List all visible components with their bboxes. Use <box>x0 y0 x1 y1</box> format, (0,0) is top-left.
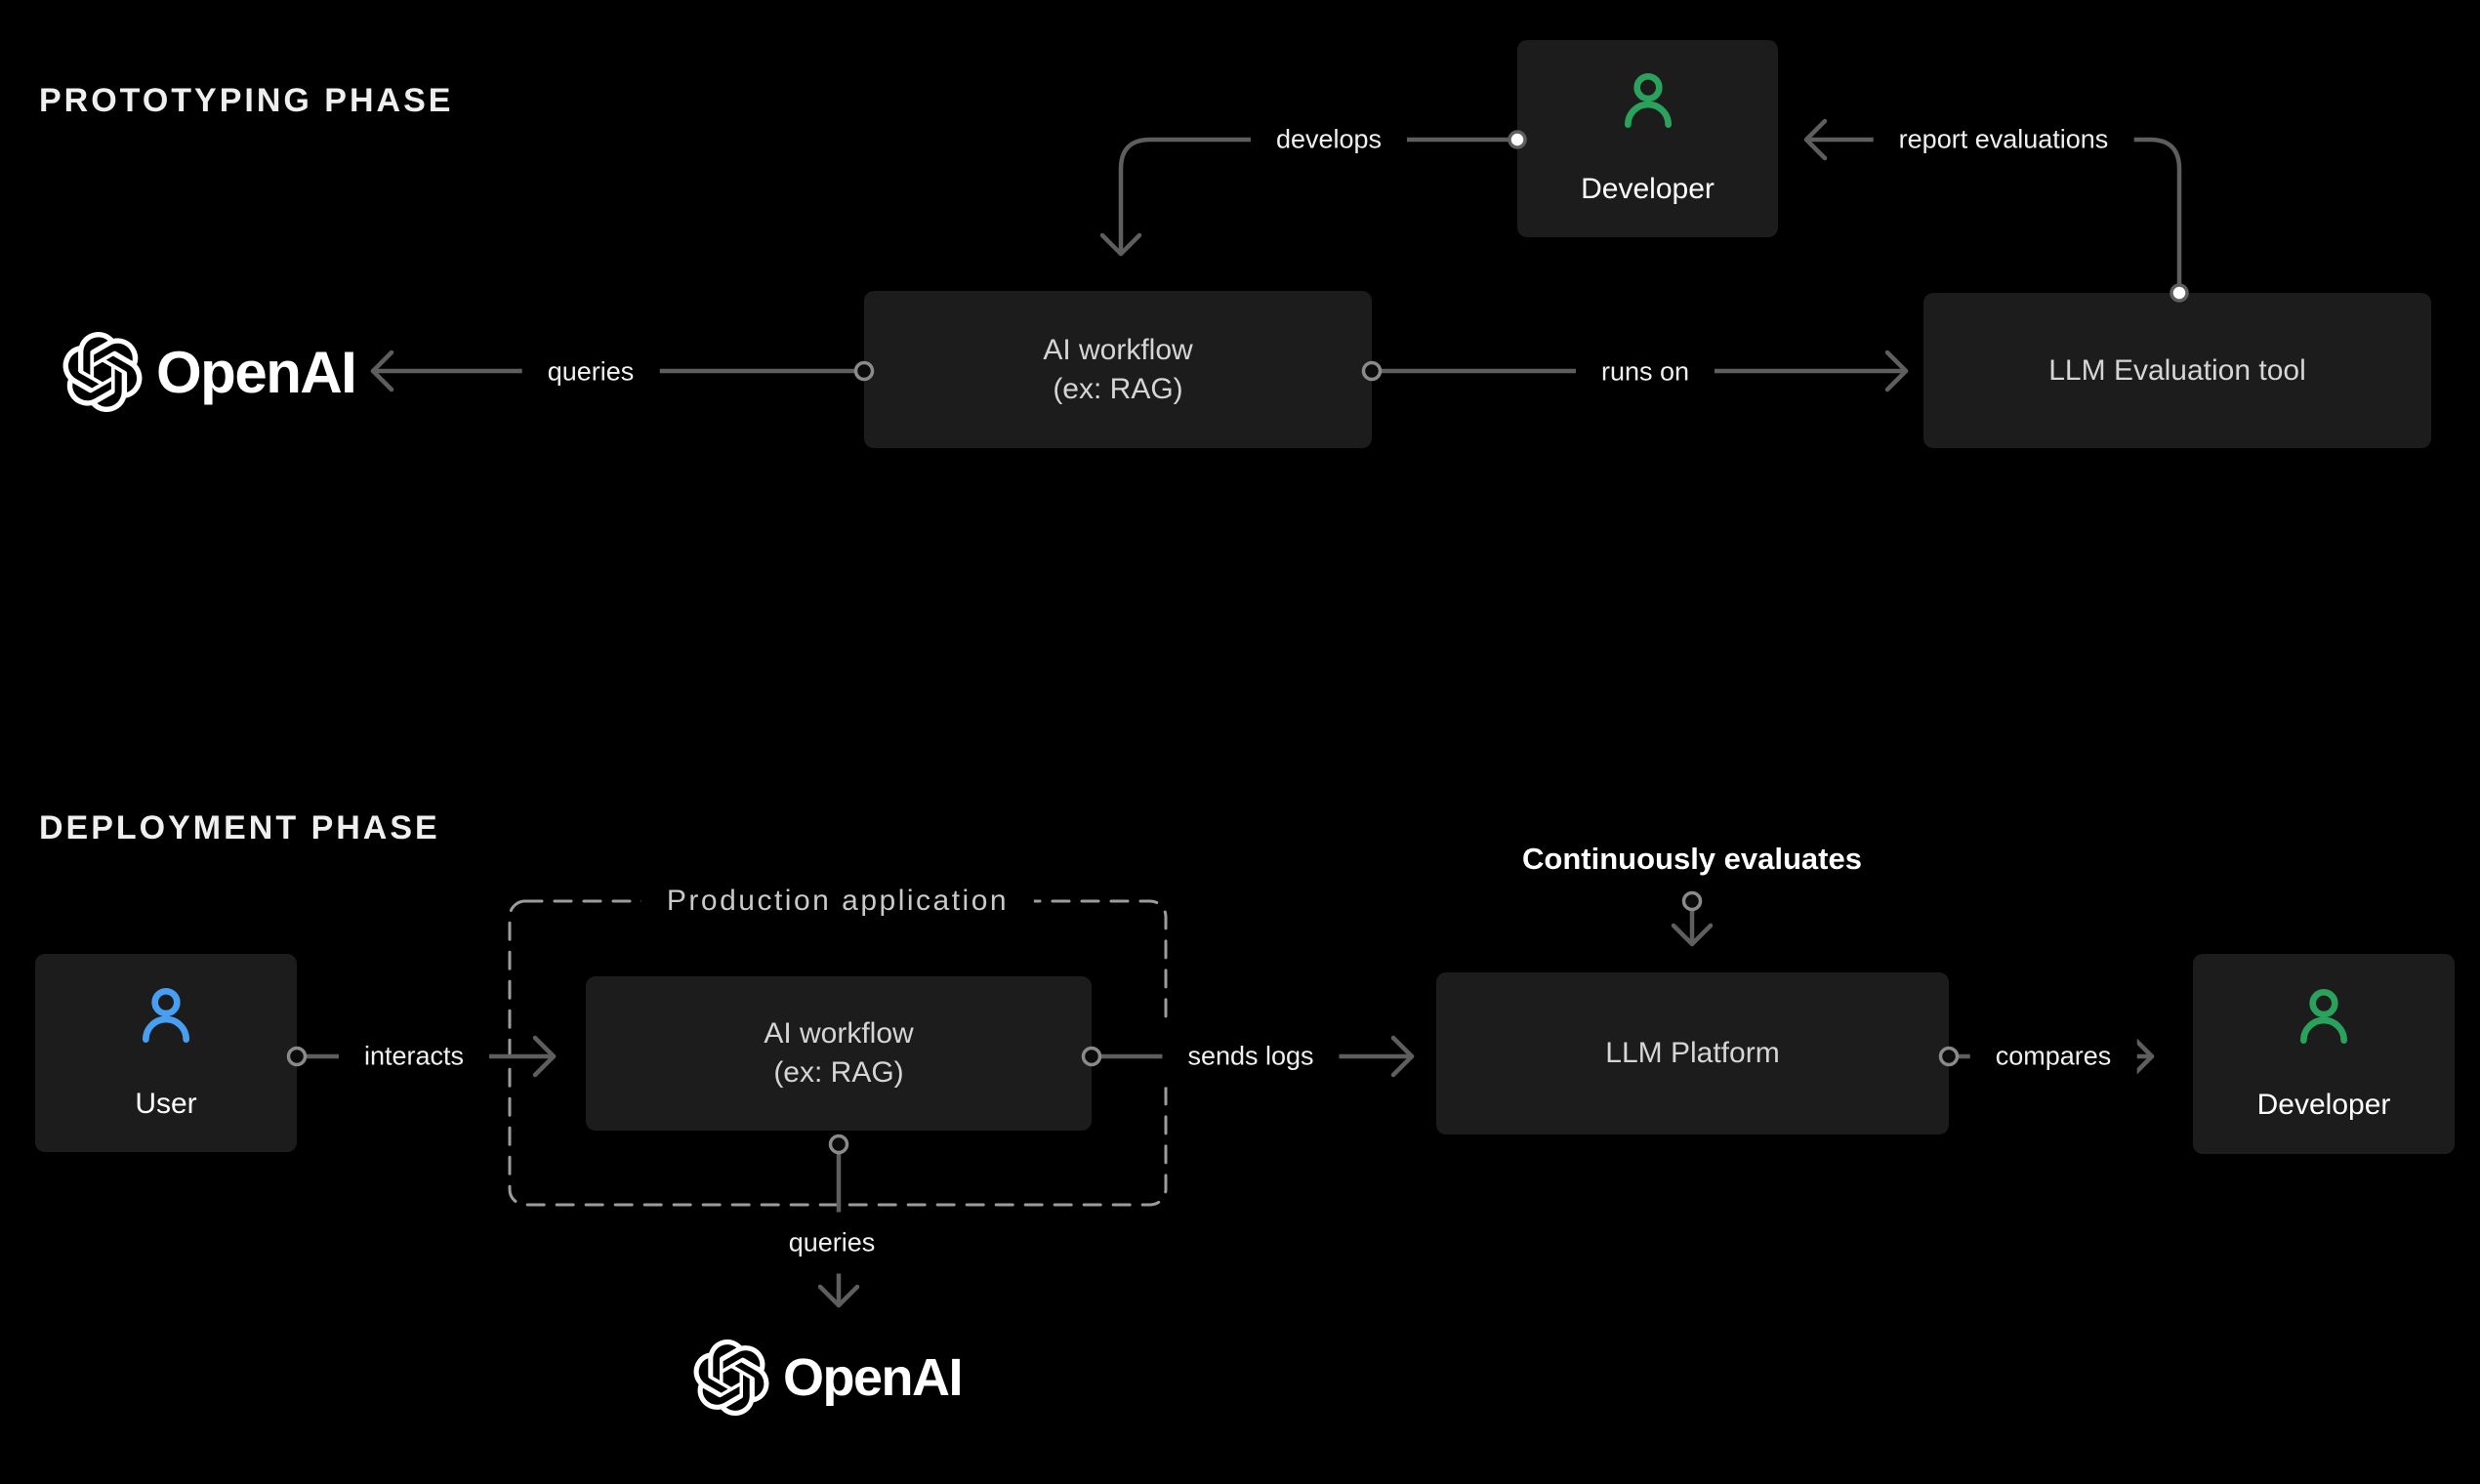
openai-flower-icon <box>693 1340 769 1416</box>
node-llm-evaluation-tool: LLM Evaluation tool <box>1923 293 2431 448</box>
edge-label-runs-on: runs on <box>1575 341 1715 403</box>
node-user: User <box>35 954 297 1152</box>
openai-logo-prototyping: OpenAI <box>62 332 357 412</box>
prototyping-phase-title: PROTOTYPING PHASE <box>39 82 454 119</box>
node-developer-prototyping: Developer <box>1517 40 1778 237</box>
node-label: LLM Platform <box>1605 1037 1780 1069</box>
edge-label-report-evaluations: report evaluations <box>1873 108 2134 171</box>
node-label: User <box>135 1087 197 1120</box>
node-developer-deployment: Developer <box>2193 954 2455 1154</box>
edge-label-sends-logs: sends logs <box>1162 1025 1340 1088</box>
ai-workflow-line2: (ex: RAG) <box>1053 372 1183 405</box>
person-icon-blue <box>143 987 189 1043</box>
deployment-phase-title: DEPLOYMENT PHASE <box>39 809 440 846</box>
edge-label-queries-deployment: queries <box>763 1212 901 1274</box>
edge-label-queries-prototyping: queries <box>521 341 660 403</box>
person-icon-green <box>1624 73 1672 128</box>
node-llm-platform: LLM Platform <box>1436 972 1949 1134</box>
edge-label-interacts: interacts <box>338 1025 490 1088</box>
edge-label-compares: compares <box>1969 1025 2137 1088</box>
production-application-label: Production application <box>641 875 1035 928</box>
openai-wordmark: OpenAI <box>783 1348 964 1407</box>
node-label: LLM Evaluation tool <box>2048 353 2306 387</box>
node-label: AI workflow (ex: RAG) <box>1043 331 1192 409</box>
openai-logo-deployment: OpenAI <box>693 1340 964 1416</box>
node-ai-workflow-prototyping: AI workflow (ex: RAG) <box>864 291 1372 448</box>
openai-wordmark: OpenAI <box>156 339 357 405</box>
ai-workflow-line1: AI workflow <box>1043 333 1193 366</box>
edge-label-develops: develops <box>1250 108 1408 171</box>
node-label: Developer <box>2256 1088 2391 1121</box>
openai-flower-icon <box>62 332 143 412</box>
person-icon-green <box>2300 988 2347 1044</box>
continuously-evaluates-label: Continuously evaluates <box>1522 842 1862 876</box>
node-label: Developer <box>1581 173 1715 205</box>
